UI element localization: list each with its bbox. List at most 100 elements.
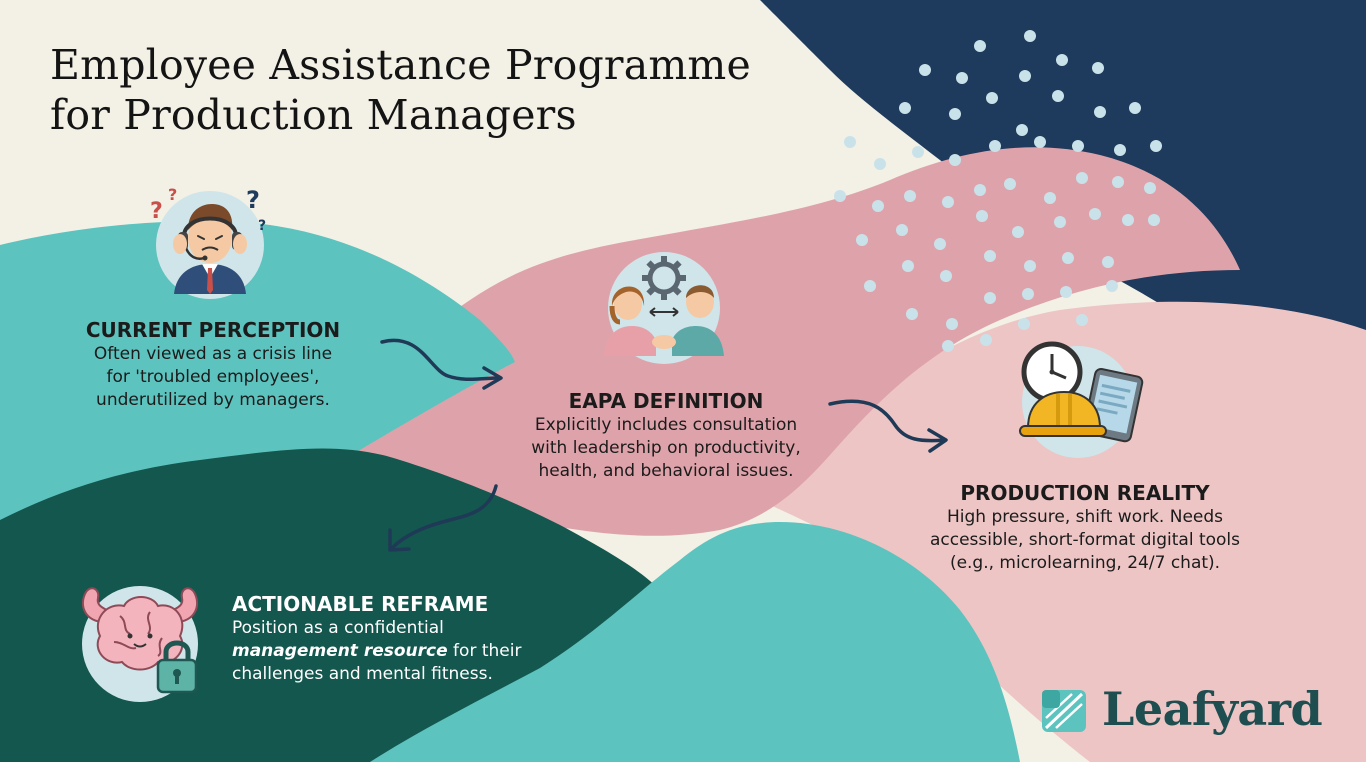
arrow-definition-to-reframe	[390, 484, 498, 550]
eapa-definition-text: Explicitly includes consultation with le…	[500, 414, 832, 483]
decorative-dot	[1129, 102, 1141, 114]
page-title-line-2: for Production Managers	[50, 91, 577, 139]
clock-hardhat-tablet-icon	[1012, 336, 1146, 464]
decorative-dot	[1012, 226, 1024, 238]
decorative-dot	[1044, 192, 1056, 204]
arrow-definition-to-reality	[828, 399, 947, 443]
actionable-reframe-heading: ACTIONABLE REFRAME	[232, 592, 489, 616]
eapa-definition-line-3: health, and behavioral issues.	[538, 461, 794, 481]
decorative-dot	[949, 154, 961, 166]
brain-lock-icon	[70, 576, 210, 704]
decorative-dot	[1022, 288, 1034, 300]
current-perception-line-1: Often viewed as a crisis line	[93, 344, 333, 364]
decorative-dot	[1052, 90, 1064, 102]
decorative-dot	[1092, 62, 1104, 74]
page-title-line-1: Employee Assistance Programme	[50, 41, 751, 89]
leaf-logo-icon	[1042, 690, 1086, 732]
decorative-dot	[1056, 54, 1068, 66]
current-perception-heading: CURRENT PERCEPTION	[85, 318, 341, 342]
teal-left-blob	[0, 221, 515, 525]
decorative-dot	[919, 64, 931, 76]
decorative-dot	[940, 270, 952, 282]
decorative-dot	[1054, 216, 1066, 228]
decorative-dot	[856, 234, 868, 246]
decorative-dot	[1004, 178, 1016, 190]
decorative-dot	[834, 190, 846, 202]
arrowhead-definition-to-reframe	[388, 528, 411, 552]
arrowhead-definition-to-reality	[927, 428, 948, 453]
decorative-dot	[942, 340, 954, 352]
decorative-dot	[1024, 30, 1036, 42]
handshake-gear-icon	[598, 248, 732, 366]
decorative-dot	[1144, 182, 1156, 194]
decorative-dot	[902, 260, 914, 272]
current-perception-line-2: for 'troubled employees',	[106, 367, 320, 387]
page-title: Employee Assistance Programme for Produc…	[50, 40, 751, 140]
decorative-dot	[1018, 318, 1030, 330]
actionable-reframe-text: Position as a confidential management re…	[232, 617, 552, 686]
decorative-dot	[1122, 214, 1134, 226]
light-pink-blob	[760, 301, 1366, 762]
decorative-dot	[1016, 124, 1028, 136]
decorative-dot	[1114, 144, 1126, 156]
production-reality-text: High pressure, shift work. Needs accessi…	[924, 506, 1246, 575]
decorative-dot	[986, 92, 998, 104]
decorative-dot	[976, 210, 988, 222]
decorative-dot	[984, 250, 996, 262]
decorative-dot	[1112, 176, 1124, 188]
decorative-dot	[1024, 260, 1036, 272]
decorative-dot	[1148, 214, 1160, 226]
svg-text:?: ?	[258, 218, 266, 234]
decorative-dot	[1106, 280, 1118, 292]
decorative-dot	[904, 190, 916, 202]
production-reality-line-2: accessible, short-format digital tools	[929, 530, 1241, 550]
arrowhead-perception-to-definition	[482, 366, 503, 390]
decorative-dot	[1072, 140, 1084, 152]
decorative-dot	[1076, 314, 1088, 326]
current-perception-block: CURRENT PERCEPTION Often viewed as a cri…	[70, 317, 356, 412]
production-reality-line-3: (e.g., microlearning, 24/7 chat).	[949, 553, 1221, 573]
decorative-dot	[984, 292, 996, 304]
production-reality-heading: PRODUCTION REALITY	[960, 481, 1210, 505]
eapa-definition-line-1: Explicitly includes consultation	[534, 415, 798, 435]
decorative-dot	[989, 140, 1001, 152]
decorative-dot	[872, 200, 884, 212]
decorative-dot	[1102, 256, 1114, 268]
teal-bottom-blob	[370, 522, 1020, 762]
decorative-dot	[912, 146, 924, 158]
svg-text:?: ?	[246, 186, 260, 214]
actionable-reframe-line-1: Position as a confidential	[232, 618, 444, 638]
svg-text:?: ?	[168, 185, 177, 204]
decorative-dot	[1060, 286, 1072, 298]
decorative-dot	[942, 196, 954, 208]
decorative-dot	[1019, 70, 1031, 82]
actionable-reframe-line-3: challenges and mental fitness.	[232, 664, 493, 684]
decorative-dot	[899, 102, 911, 114]
actionable-reframe-block: ACTIONABLE REFRAME Position as a confide…	[232, 591, 552, 686]
production-reality-line-1: High pressure, shift work. Needs	[946, 507, 1224, 527]
decorative-dot	[1034, 136, 1046, 148]
decorative-dot	[974, 184, 986, 196]
decorative-dot	[949, 108, 961, 120]
decorative-dot	[874, 158, 886, 170]
eapa-definition-heading: EAPA DEFINITION	[568, 389, 764, 413]
eapa-definition-line-2: with leadership on productivity,	[531, 438, 801, 458]
decorative-dot	[896, 224, 908, 236]
current-perception-text: Often viewed as a crisis line for 'troub…	[70, 343, 356, 412]
decorative-dot	[974, 40, 986, 52]
decorative-dot	[1094, 106, 1106, 118]
decorative-dot	[980, 334, 992, 346]
decorative-dot	[906, 308, 918, 320]
arrow-perception-to-definition	[380, 338, 502, 382]
decorative-dot	[1089, 208, 1101, 220]
eapa-definition-block: EAPA DEFINITION Explicitly includes cons…	[500, 388, 832, 483]
decorative-dot	[1062, 252, 1074, 264]
actionable-reframe-line-2-rest: for their	[447, 641, 522, 661]
management-resource-emphasis: management resource	[232, 641, 448, 661]
svg-text:?: ?	[150, 199, 163, 224]
decorative-dot	[934, 238, 946, 250]
decorative-dot	[864, 280, 876, 292]
production-reality-block: PRODUCTION REALITY High pressure, shift …	[924, 480, 1246, 575]
dot-pattern	[834, 30, 1162, 352]
